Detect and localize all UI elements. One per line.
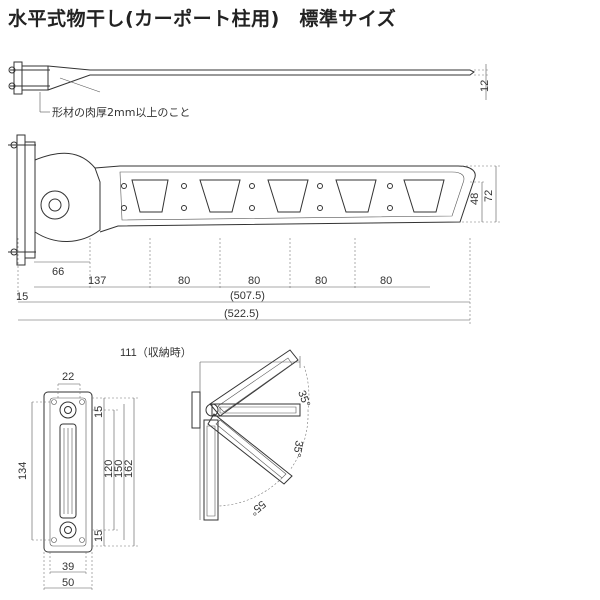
- arm-slot: [335, 179, 377, 213]
- top-view: 12 形材の肉厚2mm以上のこと: [8, 61, 491, 119]
- dim-134: 134: [17, 462, 29, 480]
- dim-80: 80: [315, 275, 327, 287]
- arc-55: [217, 477, 283, 507]
- arm-slots: [131, 179, 445, 213]
- dim-48: 48: [469, 193, 481, 205]
- page-title: 水平式物干し(カーポート柱用) 標準サイズ: [8, 8, 397, 30]
- top-view-arm: [47, 65, 475, 91]
- top-view-post: [13, 61, 23, 95]
- top-view-bracket: [21, 65, 49, 91]
- dim-12: 12: [479, 80, 491, 92]
- arm-slot: [267, 179, 309, 213]
- dim-162: 162: [123, 460, 135, 478]
- arm-body: [94, 165, 476, 233]
- dim-22: 22: [62, 371, 74, 383]
- fold-arm-stowed: [203, 419, 219, 521]
- side-post-plate: [16, 134, 26, 266]
- dim-15-bottom: 15: [93, 530, 105, 542]
- bracket-plate: [43, 391, 93, 553]
- angle-35-lower: 35°: [290, 439, 305, 457]
- dim-50: 50: [62, 577, 74, 589]
- bracket-bolt-bottom: [59, 521, 77, 539]
- hinge-housing: [34, 152, 101, 242]
- angle-55: 55°: [247, 498, 267, 518]
- fold-arm-up: [209, 349, 299, 417]
- side-view: 48 72 66 137 80 80 80 80 15 (507.5) (522…: [8, 134, 500, 325]
- bracket-view: 22 134 15 120 150 162 15 39 50: [17, 371, 140, 590]
- fold-post: [191, 391, 201, 429]
- arm-holes: [121, 183, 393, 211]
- angle-35-upper: 35°: [295, 389, 312, 409]
- dim-120: 120: [103, 460, 115, 478]
- dim-80: 80: [380, 275, 392, 287]
- note-text: 形材の肉厚2mm以上のこと: [52, 105, 190, 119]
- bracket-bolt-top: [59, 401, 77, 419]
- dim-507-5: (507.5): [230, 290, 265, 302]
- dim-15-top: 15: [93, 406, 105, 418]
- hinge-pivot: [40, 190, 70, 220]
- dim-72: 72: [483, 190, 495, 202]
- dim-137: 137: [88, 275, 106, 287]
- dim-15: 15: [16, 291, 28, 303]
- fold-arm-horizontal: [211, 403, 301, 417]
- dim-80: 80: [248, 275, 260, 287]
- arm-slot: [131, 179, 169, 213]
- dim-111-stowed: 111（収納時）: [120, 346, 192, 359]
- arm-slot: [403, 179, 445, 213]
- dim-522-5: (522.5): [224, 308, 259, 320]
- dim-150: 150: [113, 460, 125, 478]
- arc-35-lower: [289, 409, 309, 471]
- arm-slot: [199, 179, 241, 213]
- dim-80: 80: [178, 275, 190, 287]
- dim-66: 66: [52, 266, 64, 278]
- fold-arm-down: [207, 413, 293, 485]
- bracket-rail: [59, 423, 77, 519]
- fold-view: 111（収納時） 35° 35° 55°: [120, 346, 312, 521]
- dim-39: 39: [62, 561, 74, 573]
